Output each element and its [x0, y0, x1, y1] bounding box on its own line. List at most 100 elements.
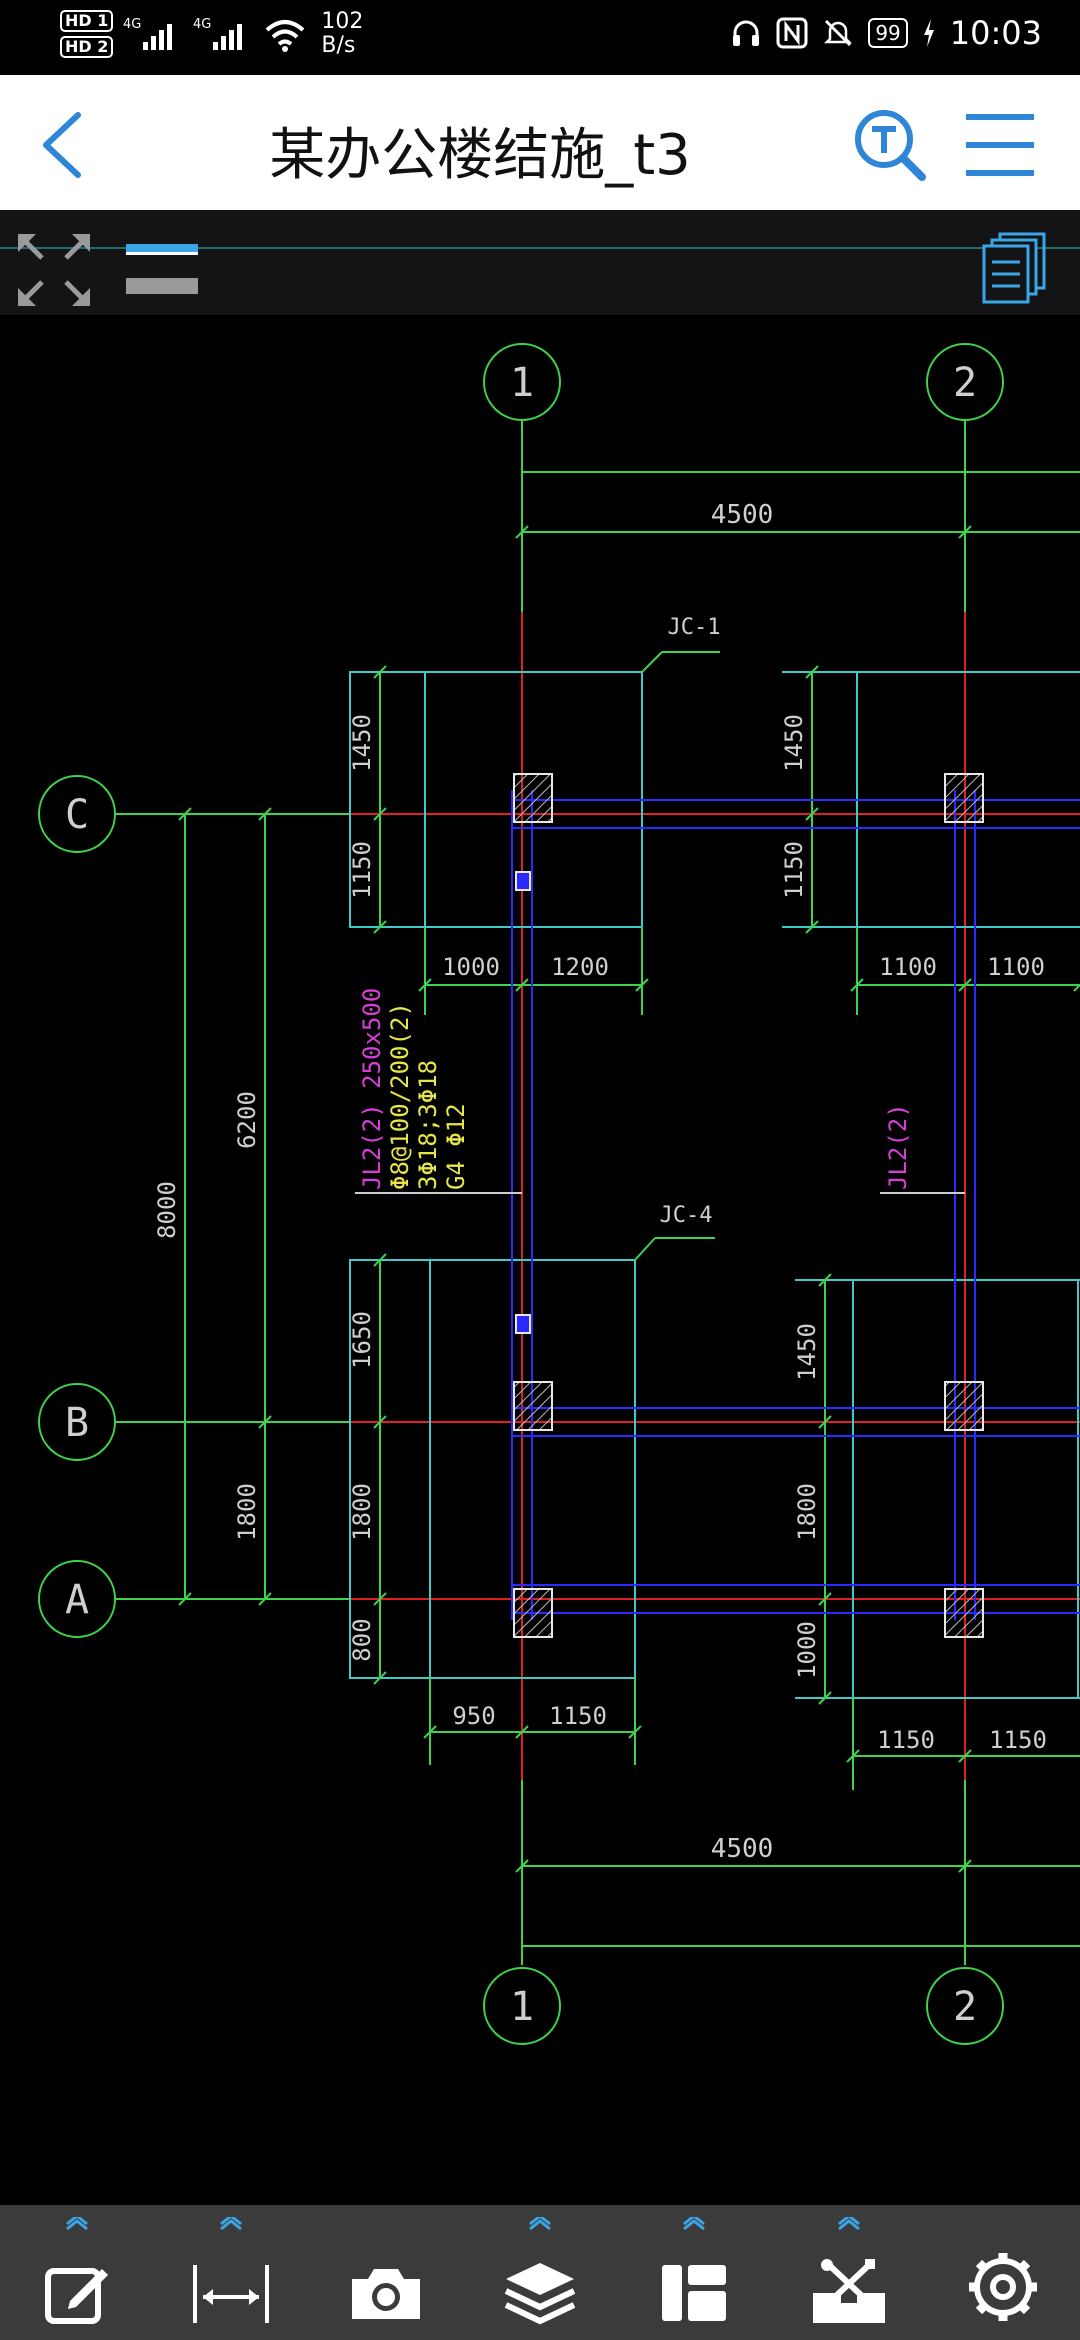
dim-jc2top-w-right: 1100: [987, 953, 1045, 981]
beams-blue: [511, 790, 1080, 1620]
net-speed-unit: B/s: [321, 33, 356, 58]
axis-label-1-bottom: 1: [510, 1984, 534, 2030]
axis-bubble-1-top: [483, 343, 561, 421]
chevron-up-icon: [683, 2216, 706, 2230]
dim-left-ba: 1800: [233, 1483, 261, 1541]
net-speed: 102 B/s: [321, 10, 363, 58]
signal-2-icon: 4G: [193, 17, 243, 50]
axis-bubble-c: [38, 775, 116, 853]
text-search-icon: [855, 110, 926, 181]
axis-label-b: B: [65, 1400, 89, 1446]
settings-gear-icon: [968, 2252, 1037, 2321]
axis-label-1-top: 1: [510, 360, 534, 406]
settings-button[interactable]: [953, 2213, 1053, 2333]
layout-tabs-icon: [126, 244, 198, 294]
label-jc4: JC-4: [660, 1203, 713, 1228]
nfc-icon: [776, 17, 808, 49]
hamburger-menu-icon: [966, 114, 1034, 176]
axis-bubble-a: [38, 1560, 116, 1638]
measure-distance-icon: [193, 2264, 270, 2323]
beam1-line1: JL2(2) 250x500: [358, 988, 386, 1190]
dim-jc1-w-left: 1000: [442, 953, 500, 981]
signal-1-icon: 4G: [123, 17, 173, 50]
chevron-up-icon: [837, 2216, 860, 2230]
dim-jc2top-w-left: 1100: [879, 953, 937, 981]
axis-label-a: A: [65, 1577, 89, 1623]
footing-jc4: [349, 1259, 636, 1679]
small-markers: [515, 871, 531, 1334]
camera-icon: [351, 2268, 420, 2319]
page-title: 某办公楼结施_t3: [269, 123, 691, 188]
dim-jc1-w-right: 1200: [551, 953, 609, 981]
dim-jc4-h1: 1650: [348, 1311, 376, 1369]
text-search-button[interactable]: [850, 105, 940, 185]
cad-toolbar: [0, 210, 1080, 315]
axis-bubble-2-bottom: [926, 1967, 1004, 2045]
cad-drawing[interactable]: 1 2 1 2 C B A 4500 4500 8000 6200 1800: [0, 315, 1080, 2205]
menu-button[interactable]: [960, 105, 1050, 185]
axis-bubble-2-top: [926, 343, 1004, 421]
battery-level: 99: [868, 18, 908, 48]
status-bar: HD 1 HD 2 4G 4G 102 B/s: [0, 0, 1080, 75]
dim-left-total: 8000: [153, 1181, 181, 1239]
dim-r-w-right: 1150: [989, 1726, 1047, 1754]
layout-button[interactable]: [644, 2213, 744, 2333]
dim-jc2top-h-top: 1450: [780, 714, 808, 772]
camera-button[interactable]: [336, 2213, 436, 2333]
chevron-up-icon: [66, 2216, 89, 2230]
charging-bolt-icon: [923, 19, 934, 47]
dim-jc1-h-top: 1450: [348, 714, 376, 772]
dim-r-h1: 1450: [793, 1323, 821, 1381]
dim-jc4-w-left: 950: [452, 1702, 495, 1730]
chevron-up-icon: [529, 2216, 551, 2230]
edit-annotate-icon: [45, 2267, 109, 2324]
toolbox-icon: [812, 2258, 885, 2323]
mute-bell-icon: [824, 19, 853, 47]
measure-button[interactable]: [181, 2213, 281, 2333]
status-right: 99 10:03: [730, 14, 1042, 52]
dim-jc1-h-bot: 1150: [348, 841, 376, 899]
axis-label-2-top: 2: [953, 360, 977, 406]
signal-2-label: 4G: [193, 17, 211, 32]
app-header: 某办公楼结施_t3: [0, 75, 1080, 210]
axis-bubble-b: [38, 1383, 116, 1461]
layers-button[interactable]: [490, 2213, 590, 2333]
axis-bubble-1-bottom: [483, 1967, 561, 2045]
net-speed-value: 102: [321, 9, 364, 34]
hd1-badge: HD 1: [60, 10, 114, 32]
pages-button[interactable]: [980, 230, 1050, 310]
dim-span-top: 4500: [711, 500, 774, 530]
dim-left-ca: 6200: [233, 1091, 261, 1149]
chevron-up-icon: [220, 2216, 243, 2230]
beam1-line3: 3Φ18;3Φ18: [414, 1060, 442, 1190]
beam1-line2: Φ8@100/200(2): [386, 1002, 414, 1190]
status-left: HD 1 HD 2 4G 4G 102 B/s: [60, 10, 363, 58]
dim-span-bottom: 4500: [711, 1834, 774, 1864]
headphones-icon: [733, 20, 760, 46]
layout-tabs-button[interactable]: [122, 230, 202, 310]
dim-r-h3: 1000: [793, 1621, 821, 1679]
axis-label-2-bottom: 2: [953, 1984, 977, 2030]
dim-jc4-w-right: 1150: [549, 1702, 607, 1730]
wifi-icon: [266, 20, 305, 52]
dim-r-w-left: 1150: [877, 1726, 935, 1754]
dim-jc4-h2: 1800: [348, 1483, 376, 1541]
beam1-line4: G4 Φ12: [442, 1103, 470, 1190]
annotate-button[interactable]: [27, 2213, 127, 2333]
signal-1-label: 4G: [123, 17, 141, 32]
pages-icon: [982, 232, 1046, 304]
back-button[interactable]: [30, 105, 120, 185]
fullscreen-button[interactable]: [14, 230, 94, 310]
drawing-canvas[interactable]: 1 2 1 2 C B A 4500 4500 8000 6200 1800: [0, 315, 1080, 2205]
dim-jc4-h3: 800: [348, 1618, 376, 1661]
dim-r-h2: 1800: [793, 1483, 821, 1541]
footing-bottom-right: [795, 1279, 1080, 1699]
beam2-label: JL2(2): [884, 1103, 912, 1190]
bottom-toolbar: [0, 2205, 1080, 2340]
hd2-badge: HD 2: [60, 36, 114, 58]
columns: [513, 773, 984, 1638]
chevron-left-icon: [43, 112, 81, 178]
label-jc1: JC-1: [668, 615, 721, 640]
toolbox-button[interactable]: [799, 2213, 899, 2333]
axis-label-c: C: [65, 792, 89, 838]
